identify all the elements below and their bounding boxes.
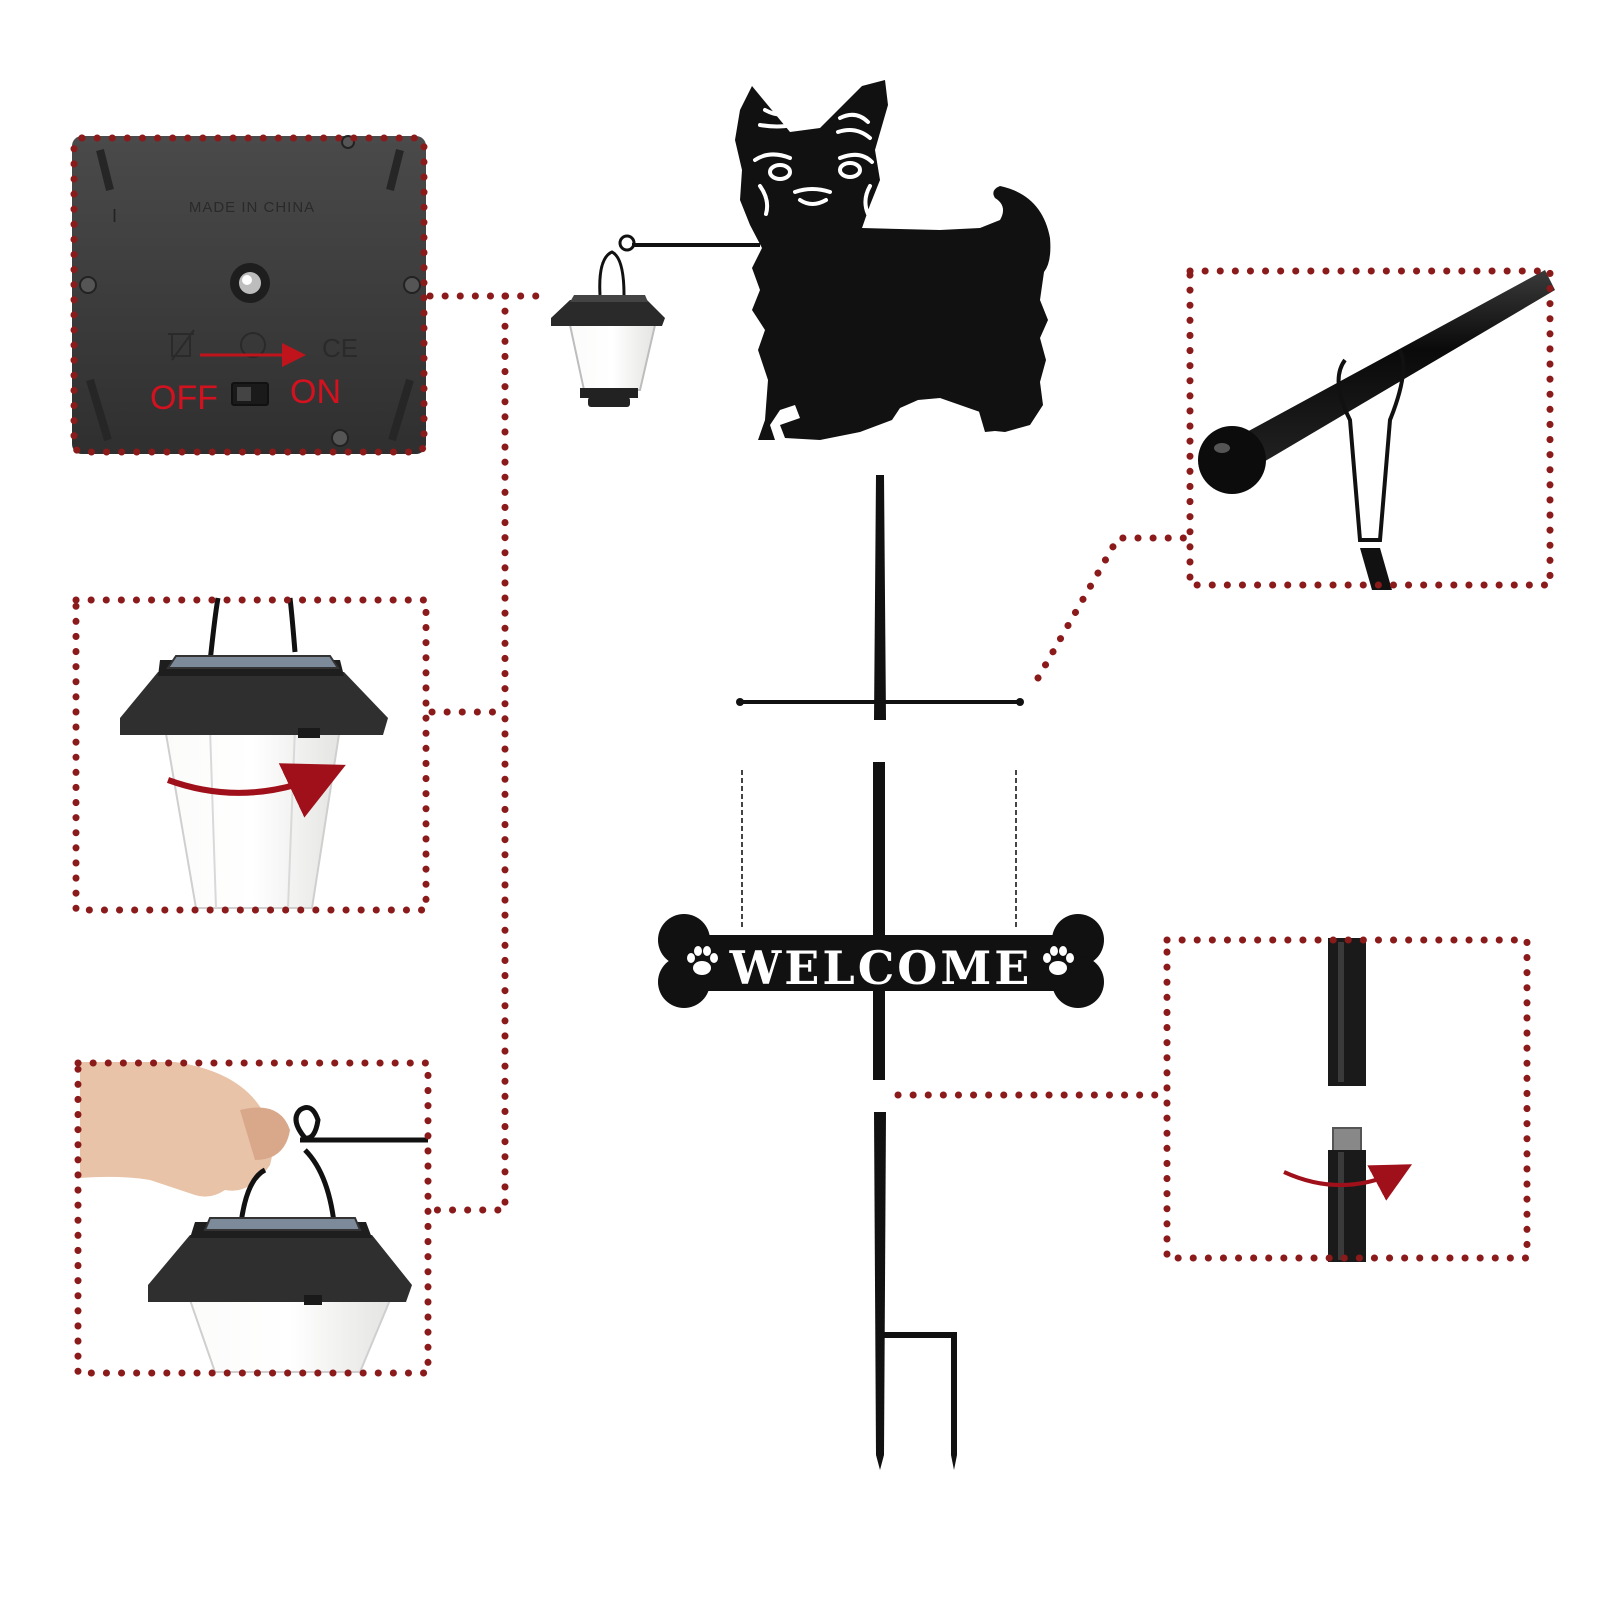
dotted-frame [1163, 936, 1531, 1262]
bone-sign: WELCOME [658, 914, 1104, 1008]
lantern-hang-detail [74, 1059, 432, 1377]
rod-end-detail [1186, 267, 1555, 590]
led-bulb-icon [230, 263, 270, 303]
off-label: OFF [150, 379, 218, 417]
threaded-connector-detail [1163, 936, 1531, 1262]
dog-silhouette [735, 80, 1051, 440]
roman-numeral-label: I [112, 206, 117, 226]
screw-icon [79, 276, 97, 294]
made-in-label: MADE IN CHINA [189, 199, 315, 216]
crossbar-rod [736, 475, 1024, 720]
recycle-bin-icon [168, 329, 195, 361]
battery-switch-panel: I MADE IN CHINA CE OFF ON [70, 134, 428, 456]
welcome-label: WELCOME [729, 941, 1033, 995]
power-switch[interactable] [231, 382, 269, 406]
dog-face-detail [753, 108, 874, 216]
ground-stake [874, 1112, 957, 1470]
lantern-rotate-detail [72, 596, 430, 914]
dotted-frame [74, 1059, 432, 1377]
rotate-arrow-icon [166, 763, 346, 818]
welcome-sign-section: WELCOME [658, 762, 1104, 1080]
dotted-frame [72, 596, 430, 914]
screw-icon [403, 276, 421, 294]
on-label: ON [290, 373, 341, 411]
solar-lantern [551, 250, 665, 407]
connector-lines [426, 292, 1192, 1214]
dotted-frame [70, 134, 428, 456]
screw-icon [331, 429, 349, 447]
hanging-hook-arm [618, 234, 760, 252]
dotted-frame [1186, 267, 1554, 589]
ce-mark-label: CE [322, 333, 358, 363]
recycle-symbol-icon [240, 332, 266, 358]
rotate-arrow-icon [1283, 1164, 1413, 1201]
